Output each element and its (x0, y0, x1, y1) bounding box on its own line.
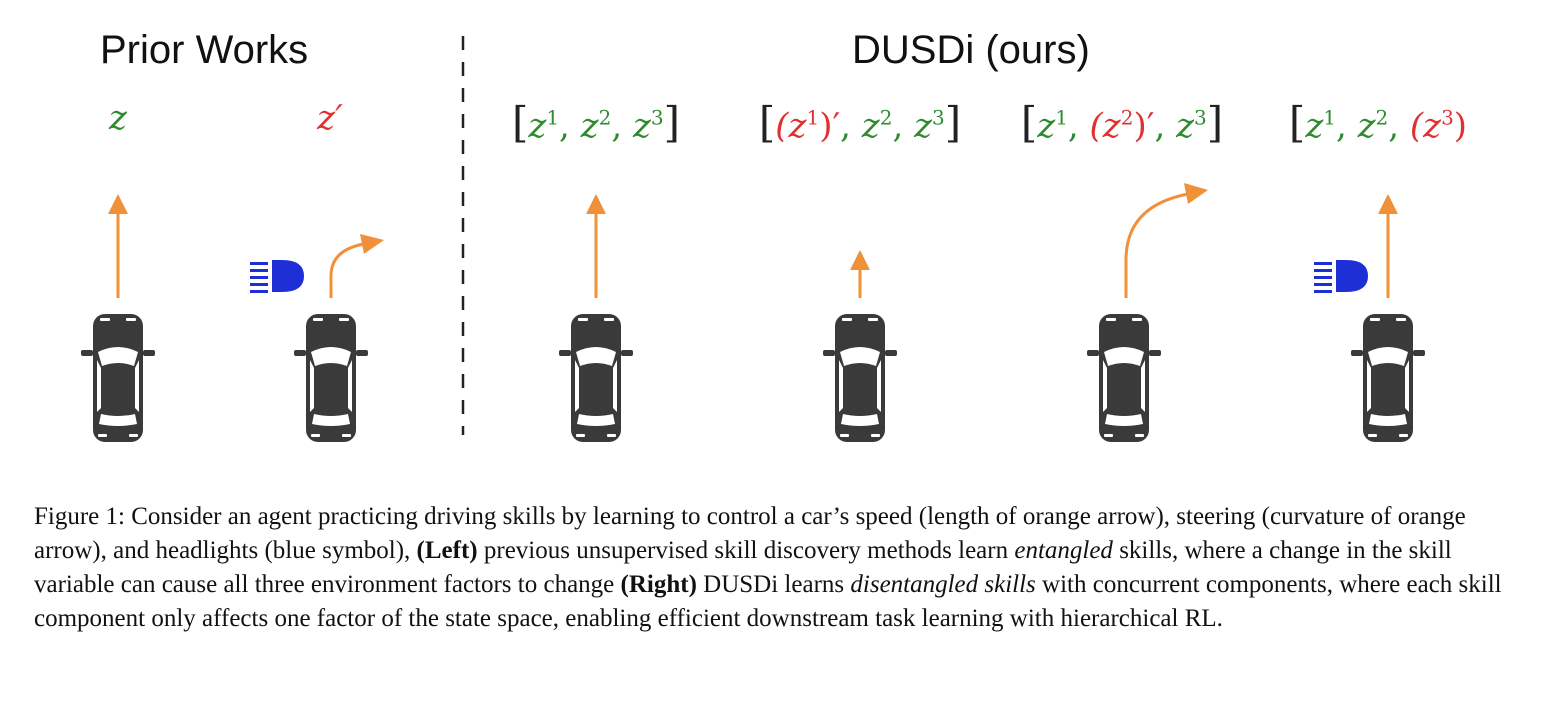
math-token: z′ (317, 98, 343, 138)
math-token: z (1305, 106, 1324, 146)
math-token: (z (1089, 106, 1121, 146)
math-superscript: 2 (598, 105, 612, 130)
caption-segment: DUSDi learns (696, 571, 851, 598)
prior-works-title: Prior Works (100, 28, 309, 72)
car-icon (1351, 314, 1425, 442)
math-token: z (1037, 106, 1056, 146)
math-token: ] (1206, 98, 1224, 147)
caption-segment: previous unsupervised skill discovery me… (477, 537, 1015, 564)
orange-arrow-icon (329, 234, 384, 298)
skill-label-dusdi-1: [z1, z2, z3] (512, 98, 680, 147)
car-icon (1087, 314, 1161, 442)
math-superscript: 3 (932, 105, 945, 130)
orange-arrow-icon (850, 250, 870, 298)
car-icon (823, 314, 897, 442)
orange-arrow-icon (108, 194, 128, 298)
headlight-icon (1314, 260, 1368, 293)
math-token: ] (944, 98, 962, 147)
math-token: , (1154, 106, 1177, 146)
skill-label-dusdi-4: [z1, z2, (z3) (1289, 98, 1467, 147)
math-token: z (914, 106, 932, 146)
caption-segment: skills, where a change in the skill vari… (34, 537, 1452, 598)
math-superscript: 1 (1323, 105, 1336, 130)
math-token: z (632, 106, 651, 146)
car-icon (81, 314, 155, 442)
math-token: [ (1288, 98, 1306, 147)
math-token: , (892, 106, 915, 146)
dusdi-title: DUSDi (ours) (852, 28, 1090, 72)
skill-label-prior-zprime: z′ (317, 98, 343, 138)
diagram-canvas (81, 36, 1425, 442)
math-token: , (1388, 106, 1410, 146)
math-token: [ (1020, 98, 1038, 147)
math-token: (z (1409, 106, 1442, 146)
caption-segment: (Right) (620, 571, 697, 598)
skill-label-prior-z: z (109, 98, 127, 138)
math-token: (z (775, 106, 807, 146)
math-token: , (611, 106, 633, 146)
orange-arrow-icon (586, 194, 606, 298)
skill-label-dusdi-3: [z1, (z2)′, z3] (1021, 98, 1223, 147)
caption-segment: Figure 1: Consider an agent practicing d… (34, 503, 1466, 564)
math-token: , (1067, 106, 1090, 146)
math-superscript: 1 (546, 105, 560, 130)
math-token: [ (512, 98, 529, 147)
math-token: z (861, 106, 880, 146)
math-superscript: 1 (1055, 105, 1068, 130)
math-superscript: 2 (1120, 105, 1134, 130)
math-token: z (580, 106, 599, 146)
caption-segment: (Left) (416, 537, 478, 564)
math-superscript: 1 (806, 105, 820, 130)
skill-label-dusdi-2: [(z1)′, z2, z3] (759, 98, 961, 147)
math-token: , (559, 106, 581, 146)
caption-segment: disentangled skills (850, 571, 1036, 598)
math-superscript: 2 (1375, 105, 1389, 130)
math-token: )′ (1133, 106, 1155, 146)
caption-segment: with concurrent components, where each s… (34, 571, 1502, 632)
math-token: ] (663, 98, 680, 147)
math-token: z (528, 106, 547, 146)
car-icon (559, 314, 633, 442)
orange-arrow-icon (1124, 183, 1208, 298)
figure-caption: Figure 1: Consider an agent practicing d… (34, 500, 1524, 636)
math-token: z (109, 98, 127, 138)
headlight-icon (250, 260, 304, 293)
math-token: z (1176, 106, 1194, 146)
car-icon (294, 314, 368, 442)
figure: Prior Works DUSDi (ours) z z′ [z1, z2, z… (81, 28, 1467, 442)
math-token: [ (758, 98, 776, 147)
math-token: ) (1453, 106, 1468, 146)
math-token: , (1335, 106, 1358, 146)
math-superscript: 3 (650, 105, 664, 130)
math-token: , (840, 106, 862, 146)
orange-arrow-icon (1378, 194, 1398, 298)
math-superscript: 3 (1441, 105, 1454, 130)
math-token: )′ (819, 106, 841, 146)
math-token: z (1357, 106, 1376, 146)
caption-segment: entangled (1014, 537, 1113, 564)
math-superscript: 2 (879, 105, 893, 130)
math-superscript: 3 (1194, 105, 1207, 130)
